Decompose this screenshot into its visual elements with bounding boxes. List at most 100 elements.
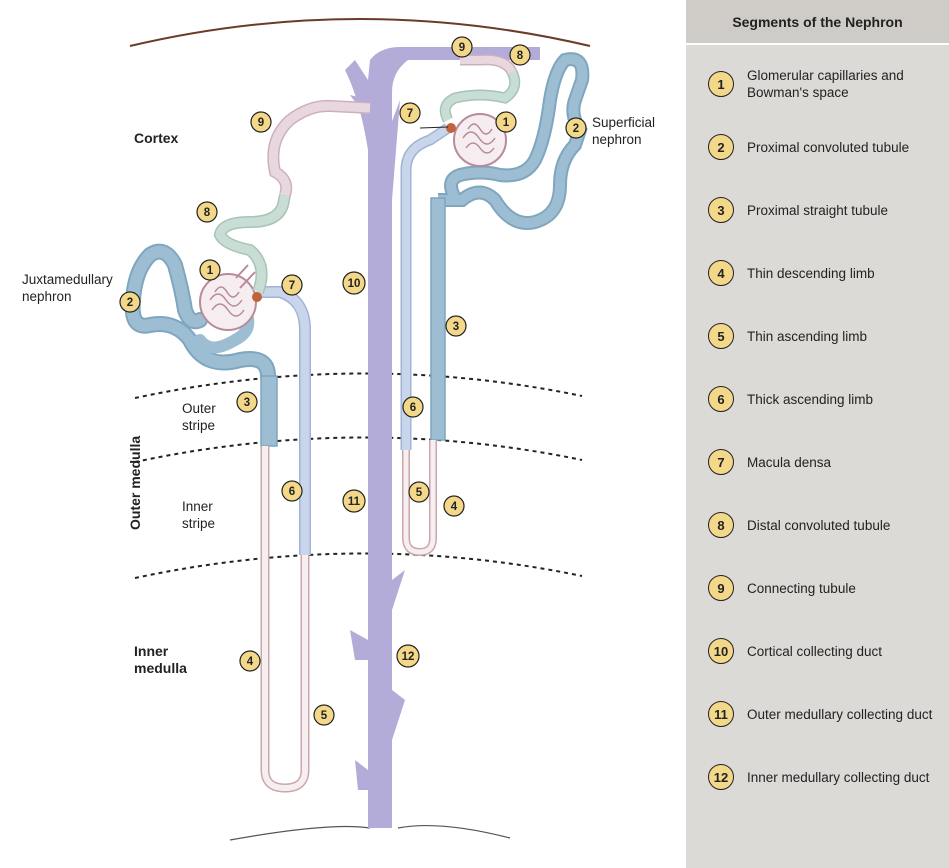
badge-jm-3: 3 (236, 391, 258, 413)
svg-text:8: 8 (204, 207, 211, 219)
badge-sf-9: 9 (451, 36, 473, 58)
legend-number-badge: 2 (708, 134, 734, 160)
superficial-line1: Superficial (592, 115, 655, 130)
svg-text:6: 6 (289, 486, 295, 498)
legend-number-badge: 5 (708, 323, 734, 349)
inner-stripe-line2: stripe (182, 516, 215, 531)
badge-sf-8: 8 (509, 44, 531, 66)
legend-segment-name: Thin descending limb (747, 265, 875, 281)
svg-text:5: 5 (321, 710, 328, 722)
svg-text:4: 4 (247, 656, 254, 668)
legend-item: 8 Distal convoluted tubule (686, 497, 949, 553)
legend-title: Segments of the Nephron (686, 0, 949, 45)
badge-11: 11 (342, 489, 366, 513)
legend-segment-name: Proximal straight tubule (747, 202, 889, 218)
svg-text:7: 7 (407, 108, 413, 120)
svg-text:2: 2 (573, 123, 579, 135)
legend-segment-name: Outer medullary collecting duct (747, 706, 933, 722)
svg-text:1: 1 (207, 265, 214, 277)
legend-item: 5 Thin ascending limb (686, 308, 949, 364)
legend-segment-name: Inner medullary collecting duct (747, 769, 930, 785)
legend-number-badge: 7 (708, 449, 734, 475)
legend-item: 7 Macula densa (686, 434, 949, 490)
legend-segment-name: Macula densa (747, 454, 832, 470)
legend-number-badge: 3 (708, 197, 734, 223)
svg-text:6: 6 (410, 402, 416, 414)
legend-item: 10 Cortical collecting duct (686, 623, 949, 679)
legend-item: 6 Thick ascending limb (686, 371, 949, 427)
badge-sf-2: 2 (565, 117, 587, 139)
legend-item: 4 Thin descending limb (686, 245, 949, 301)
badge-jm-7: 7 (281, 274, 303, 296)
superficial-nephron (400, 52, 590, 557)
inner-medulla-line1: Inner (134, 643, 169, 659)
legend-segment-name: Thick ascending limb (747, 391, 874, 407)
legend-number-badge: 9 (708, 575, 734, 601)
badge-jm-6: 6 (281, 480, 303, 502)
badge-sf-1: 1 (495, 111, 517, 133)
legend-number-badge: 1 (708, 71, 734, 97)
badge-12: 12 (396, 644, 420, 668)
juxtamedullary-line1: Juxtamedullary (22, 272, 113, 287)
juxtamedullary-line2: nephron (22, 289, 72, 304)
badge-sf-7: 7 (399, 102, 421, 124)
cortex-medulla-boundary (134, 372, 583, 399)
svg-text:8: 8 (517, 50, 524, 62)
legend-segment-name: Connecting tubule (747, 580, 856, 596)
badge-sf-6: 6 (402, 396, 424, 418)
badge-sf-5: 5 (408, 481, 430, 503)
badge-jm-8: 8 (196, 201, 218, 223)
inner-stripe-line1: Inner (182, 499, 213, 514)
svg-text:3: 3 (244, 397, 250, 409)
legend-number-badge: 6 (708, 386, 734, 412)
badge-sf-4: 4 (443, 495, 465, 517)
outer-stripe-line2: stripe (182, 418, 215, 433)
svg-text:4: 4 (451, 501, 458, 513)
callout-badges: 1 2 3 4 5 6 7 8 9 10 11 12 1 2 3 4 5 6 7… (119, 36, 587, 726)
svg-text:10: 10 (348, 278, 361, 290)
legend-segment-name: Proximal convoluted tubule (747, 139, 910, 155)
svg-text:11: 11 (348, 496, 361, 508)
nephron-diagram: Cortex Outer medulla Outer stripe Inner … (22, 18, 655, 841)
badge-jm-2: 2 (119, 291, 141, 313)
svg-text:3: 3 (453, 321, 459, 333)
svg-text:9: 9 (258, 117, 264, 129)
svg-text:9: 9 (459, 42, 465, 54)
legend-number-badge: 11 (708, 701, 734, 727)
jm-proximal-straight (260, 375, 278, 447)
jm-glomerulus (199, 264, 262, 331)
region-cortex: Cortex (134, 130, 179, 146)
legend-item: 3 Proximal straight tubule (686, 182, 949, 238)
legend-segment-name: Thin ascending limb (747, 328, 868, 344)
svg-text:12: 12 (402, 651, 415, 663)
legend-item: 11 Outer medullary collecting duct (686, 686, 949, 742)
superficial-line2: nephron (592, 132, 642, 147)
outer-stripe-line1: Outer (182, 401, 216, 416)
badge-jm-4: 4 (239, 650, 261, 672)
badge-jm-1: 1 (199, 259, 221, 281)
legend-panel: Segments of the Nephron 1 Glomerular capi… (686, 0, 949, 868)
legend-item: 9 Connecting tubule (686, 560, 949, 616)
legend-item: 2 Proximal convoluted tubule (686, 119, 949, 175)
badge-jm-9: 9 (250, 111, 272, 133)
legend-segment-name: Cortical collecting duct (747, 643, 883, 659)
legend-segment-name: Glomerular capillaries and Bowman's spac… (747, 68, 904, 100)
badge-jm-5: 5 (313, 704, 335, 726)
legend-number-badge: 8 (708, 512, 734, 538)
svg-text:7: 7 (289, 280, 295, 292)
legend-number-badge: 12 (708, 764, 734, 790)
outer-inner-medulla-boundary (134, 552, 583, 579)
svg-text:1: 1 (503, 117, 510, 129)
svg-text:2: 2 (127, 297, 133, 309)
badge-10: 10 (342, 271, 366, 295)
legend-segment-name: Distal convoluted tubule (747, 517, 891, 533)
badge-sf-3: 3 (445, 315, 467, 337)
legend-number-badge: 10 (708, 638, 734, 664)
legend-item: 12 Inner medullary collecting duct (686, 749, 949, 805)
region-outer-medulla: Outer medulla (127, 436, 143, 530)
outer-inner-stripe-boundary (134, 436, 583, 463)
svg-text:5: 5 (416, 487, 423, 499)
legend-number-badge: 4 (708, 260, 734, 286)
kidney-surface-line (129, 18, 591, 47)
inner-medulla-line2: medulla (134, 660, 187, 676)
